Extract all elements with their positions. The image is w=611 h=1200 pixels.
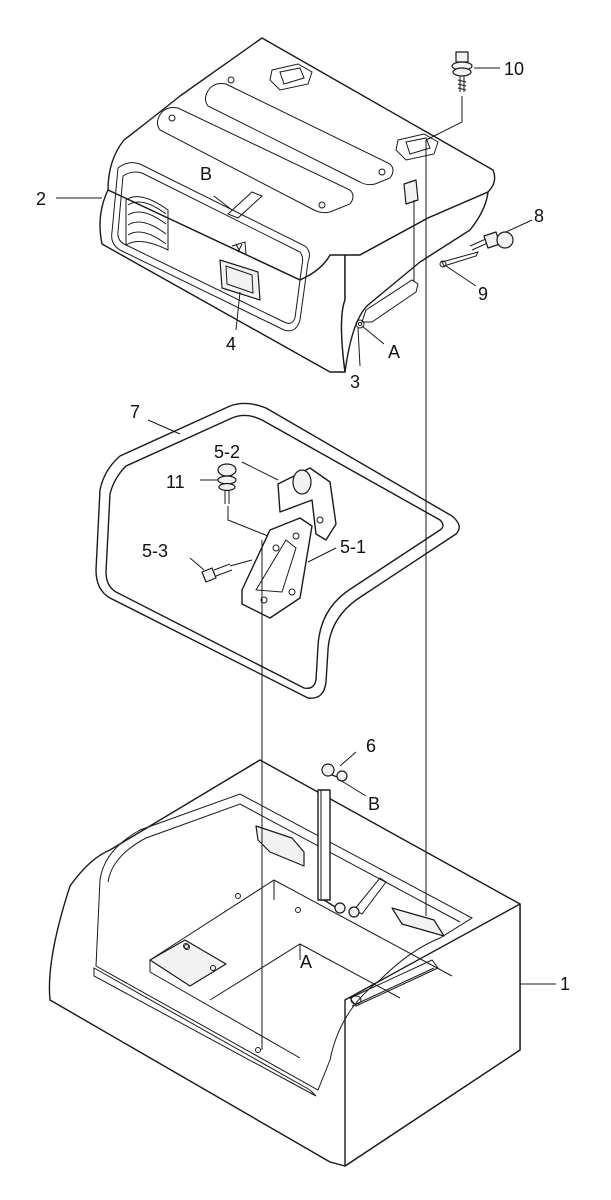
- callout-3: 3: [350, 372, 360, 392]
- reference-b-cover: B: [200, 164, 212, 184]
- callout-6: 6: [366, 736, 376, 756]
- callout-7: 7: [130, 402, 140, 422]
- callout-5-3: 5-3: [142, 541, 168, 561]
- top-cover-part-2: [99, 37, 496, 373]
- callout-9: 9: [478, 284, 488, 304]
- clip-part-9: [439, 251, 479, 268]
- bolt-part-11: [217, 463, 237, 504]
- frame-part-7: [95, 402, 460, 699]
- bracket-part-5-1: [241, 517, 313, 619]
- gas-strut-part-6: [317, 763, 360, 918]
- callout-leaders: [56, 67, 556, 985]
- vent-louver-icon: [125, 196, 169, 251]
- bolt-part-10: [451, 51, 473, 92]
- assembly-guide-lines: [227, 96, 463, 1050]
- latch-handle-part-4: [219, 241, 261, 301]
- callout-2: 2: [36, 189, 46, 209]
- reference-a-cover: A: [388, 342, 400, 362]
- pin-part-8: [469, 231, 514, 251]
- bracket-part-5-2: [277, 467, 337, 541]
- callout-5-2: 5-2: [214, 442, 240, 462]
- callout-8: 8: [534, 206, 544, 226]
- callout-10: 10: [504, 59, 524, 79]
- reference-b-strut: B: [368, 794, 380, 814]
- callout-1: 1: [560, 974, 570, 994]
- callout-4: 4: [226, 334, 236, 354]
- callout-labels: 1 2 3 4 5-1 5-2 5-3 6 7 8 9 10 11 A A B …: [36, 59, 570, 994]
- hinge-plate-part-3: [355, 279, 419, 329]
- callout-5-1: 5-1: [340, 537, 366, 557]
- bolt-part-5-3: [201, 563, 233, 583]
- callout-11: 11: [166, 472, 185, 492]
- reference-a-base: A: [300, 952, 312, 972]
- base-housing-part-1: [48, 759, 521, 1167]
